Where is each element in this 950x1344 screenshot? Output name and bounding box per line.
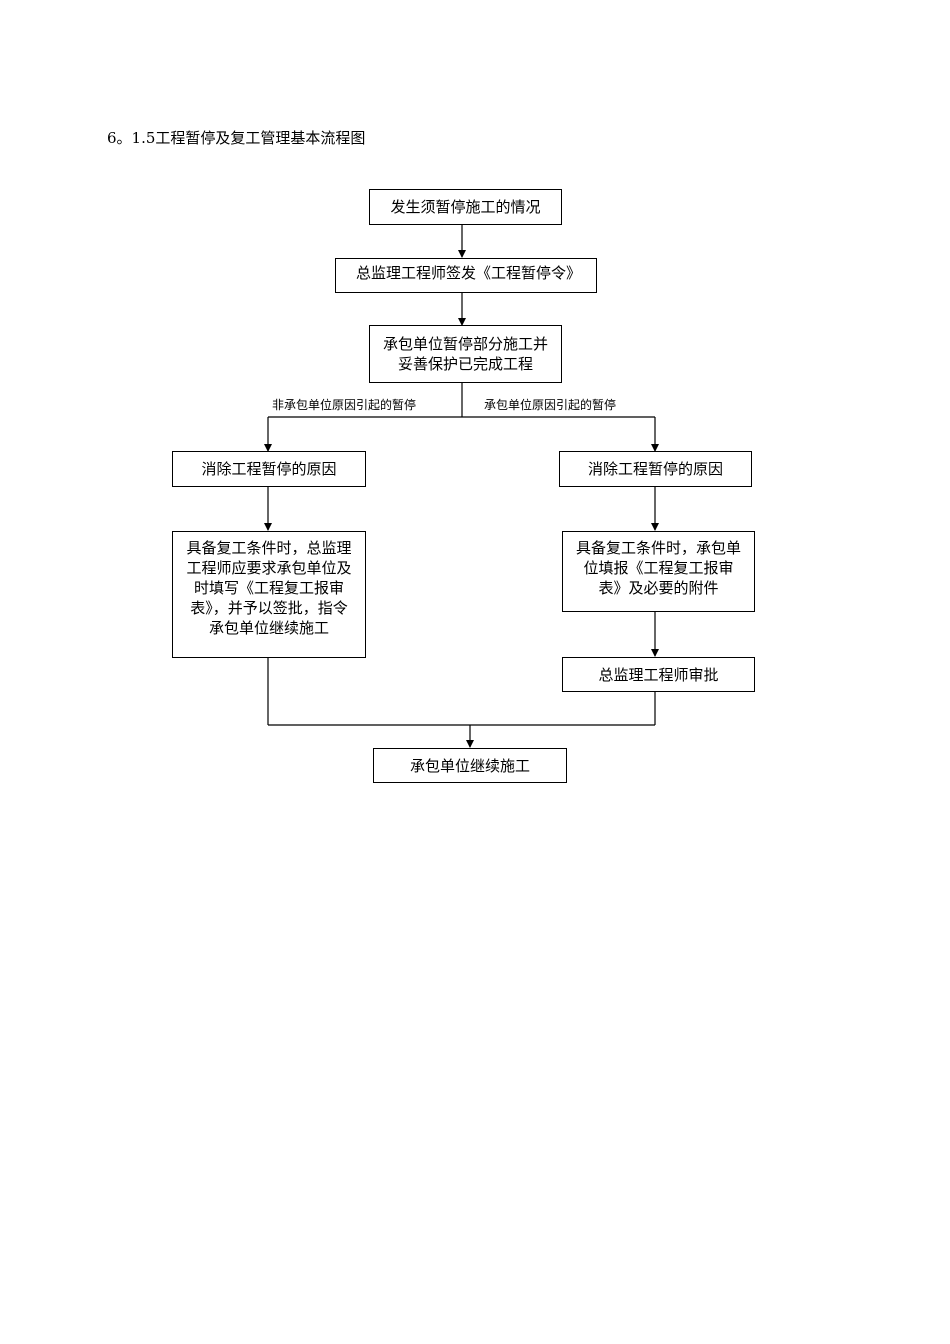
- node-eliminate-cause-left: 消除工程暂停的原因: [172, 451, 366, 487]
- node-contractor-suspend: 承包单位暂停部分施工并妥善保护已完成工程: [369, 325, 562, 383]
- node-chief-approve: 总监理工程师审批: [562, 657, 755, 692]
- node-chief-issue-order: 总监理工程师签发《工程暂停令》: [335, 258, 597, 293]
- node-eliminate-cause-right: 消除工程暂停的原因: [559, 451, 752, 487]
- node-right-resume-conditions: 具备复工条件时，承包单位填报《工程复工报审表》及必要的附件: [562, 531, 755, 612]
- node-left-resume-conditions: 具备复工条件时，总监理工程师应要求承包单位及时填写《工程复工报审表》，并予以签批…: [172, 531, 366, 658]
- edge-label-right-branch: 承包单位原因引起的暂停: [484, 397, 617, 413]
- node-continue-construction: 承包单位继续施工: [373, 748, 567, 783]
- node-occurrence: 发生须暂停施工的情况: [369, 189, 562, 225]
- page-title: 6。1.5工程暂停及复工管理基本流程图: [107, 129, 366, 147]
- edge-label-left-branch: 非承包单位原因引起的暂停: [272, 397, 417, 413]
